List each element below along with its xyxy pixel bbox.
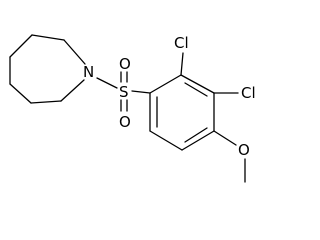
atom-label-cl-3: Cl (241, 84, 256, 102)
bond-double-inner (184, 82, 208, 97)
molecule-structure: N S O O Cl Cl O (9, 34, 256, 183)
bond (63, 39, 86, 65)
bond-c-cl-2 (180, 52, 184, 76)
bond-s-aryl (131, 90, 151, 94)
benzene-ring (149, 74, 215, 151)
bond (60, 79, 85, 102)
bond (9, 83, 32, 104)
bond-double-inner (184, 127, 208, 143)
bond (181, 130, 215, 151)
atom-label-o-methoxy: O (238, 141, 250, 159)
atom-label-o-bottom: O (119, 113, 131, 131)
bond (30, 100, 62, 104)
azepane-ring (9, 34, 86, 104)
bond (149, 130, 183, 151)
bond (9, 34, 33, 58)
atom-label-cl-2: Cl (174, 34, 189, 52)
atom-label-n: N (83, 63, 94, 81)
bond (149, 74, 182, 94)
atom-label-o-top: O (119, 55, 131, 73)
bond-n-s (96, 77, 118, 89)
sulfonyl-oxygens-bonds (120, 71, 128, 112)
structure-canvas: N S O O Cl Cl O (9, 34, 256, 183)
bond (180, 74, 215, 94)
bond (31, 34, 65, 41)
atom-label-s: S (119, 83, 129, 101)
bond-c-o-methoxy (213, 130, 237, 146)
